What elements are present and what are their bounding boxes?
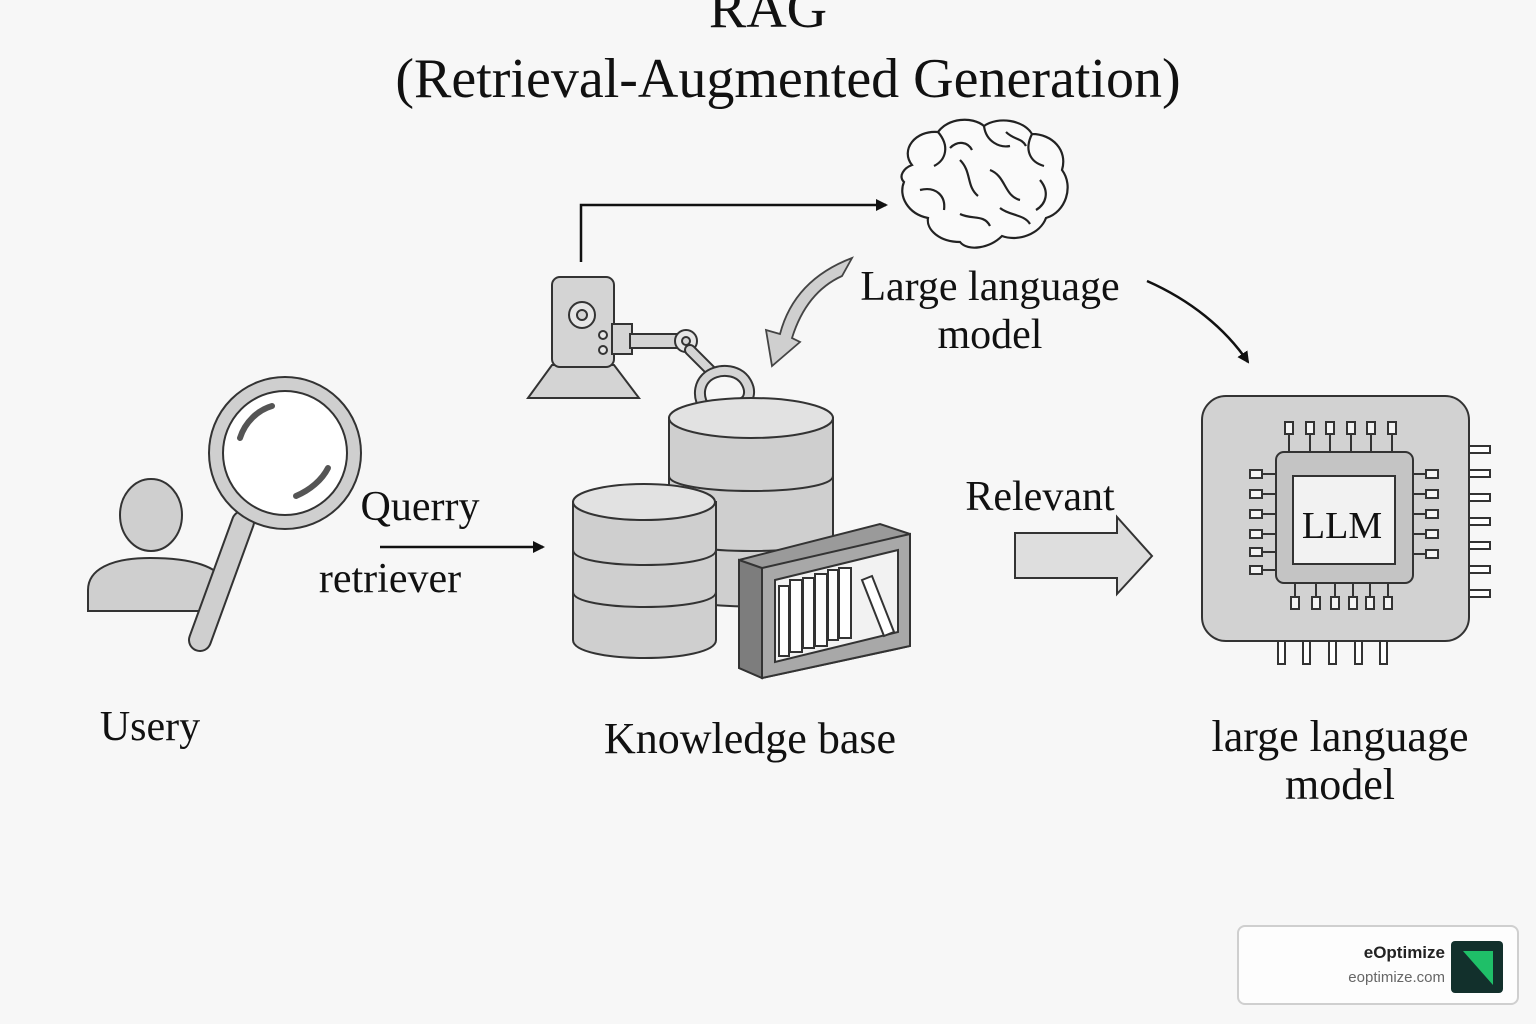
user-label: Usery <box>99 704 201 750</box>
brain-to-database-arrow <box>764 256 854 368</box>
robot-arm-icon <box>526 276 756 424</box>
chip-label-line2: model <box>1285 760 1395 809</box>
knowledge-base-label: Knowledge base <box>603 714 896 763</box>
database-front <box>572 483 717 659</box>
brain-to-chip-arrow <box>1146 279 1250 364</box>
diagram-subtitle: (Retrieval-Augmented Generation) <box>395 48 1181 110</box>
relevant-label: Relevant <box>965 474 1115 520</box>
arm-to-brain-arrow <box>579 199 888 262</box>
brain-label-line2: model <box>937 312 1043 358</box>
query-label-line2: retriever <box>318 556 462 602</box>
brain-icon <box>900 118 1069 249</box>
diagram-title: RAG <box>708 0 828 40</box>
chip-icon: LLM <box>1201 395 1491 665</box>
badge-brand-name: eOptimize <box>1363 943 1445 962</box>
eoptimize-logo-icon <box>1451 941 1503 993</box>
chip-label-line1: large language <box>1211 712 1469 761</box>
chip-text: LLM <box>1302 505 1382 547</box>
watermark-badge[interactable]: eOptimize eoptimize.com <box>1237 925 1519 1005</box>
badge-url: eoptimize.com <box>1348 969 1445 986</box>
user-search-icon <box>87 376 362 652</box>
query-label-line1: Querry <box>360 484 480 530</box>
relevant-arrow <box>1014 514 1154 597</box>
brain-label-line1: Large language <box>860 264 1120 310</box>
bookshelf-icon <box>738 522 911 680</box>
